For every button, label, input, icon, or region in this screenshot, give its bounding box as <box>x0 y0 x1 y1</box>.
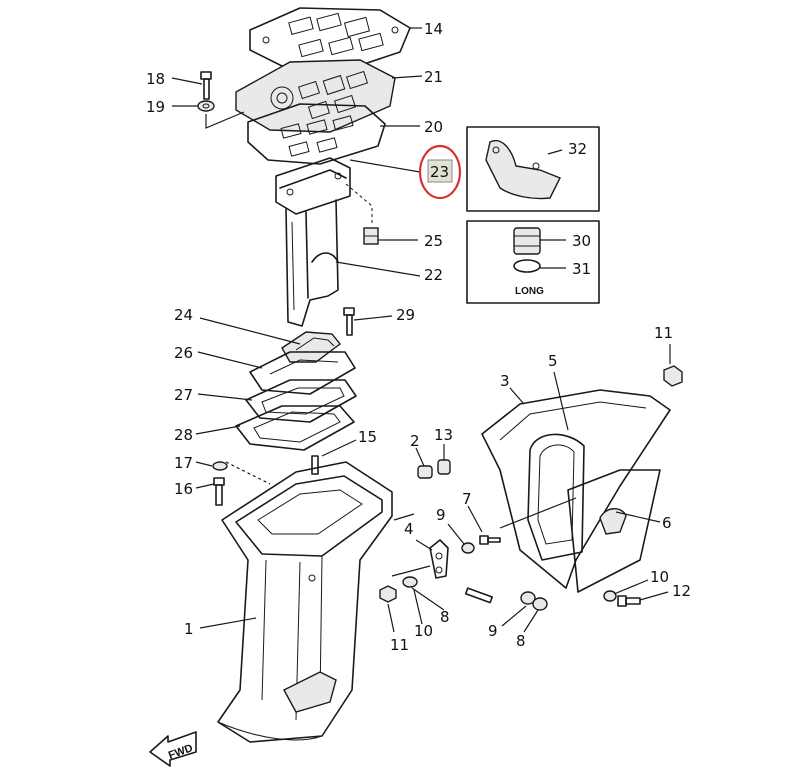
callout-10-lower: 10 <box>414 622 433 640</box>
exhaust-pipe-22 <box>285 199 339 327</box>
callout-23-box <box>427 159 453 183</box>
bolt-16 <box>213 477 225 506</box>
callout-26: 26 <box>174 344 193 362</box>
rubber-mount-24 <box>281 331 341 363</box>
bolt-path-line <box>205 111 245 129</box>
callout-18: 18 <box>146 70 165 88</box>
callout-10-right: 10 <box>650 568 669 586</box>
bolt-18 <box>200 71 212 100</box>
callout-17: 17 <box>174 454 193 472</box>
callout-30: 30 <box>572 232 591 250</box>
washer-9 <box>461 542 475 554</box>
bracket-4 <box>429 539 449 579</box>
callout-25: 25 <box>424 232 443 250</box>
callout-14: 14 <box>424 20 443 38</box>
callout-11-lower: 11 <box>390 636 409 654</box>
callout-32: 32 <box>568 140 587 158</box>
callout-12: 12 <box>672 582 691 600</box>
inset-box-32 <box>466 126 600 212</box>
gasket-14 <box>249 7 411 73</box>
fwd-arrow-icon: FWD <box>149 731 197 767</box>
callout-22: 22 <box>424 266 443 284</box>
callout-numbers: 14 18 21 19 20 23 32 25 30 22 31 24 29 1… <box>146 20 691 654</box>
callout-5: 5 <box>548 352 558 370</box>
callout-1: 1 <box>184 620 194 638</box>
callout-2: 2 <box>410 432 420 450</box>
callout-11-top: 11 <box>654 324 673 342</box>
bolt-7 <box>479 535 501 545</box>
callout-8-mid: 8 <box>440 608 450 626</box>
fwd-label: FWD <box>167 742 195 762</box>
washer-path-line <box>225 461 271 485</box>
callout-23[interactable]: 23 <box>430 163 449 181</box>
callout-4: 4 <box>404 520 414 538</box>
cover-3 <box>481 389 671 589</box>
gasket-28 <box>235 405 355 451</box>
pin-15 <box>311 455 319 475</box>
mount-26 <box>249 351 356 395</box>
washer-10-right <box>603 590 617 602</box>
callout-13: 13 <box>434 426 453 444</box>
callout-3: 3 <box>500 372 510 390</box>
lower-casing-1 <box>217 461 393 743</box>
washer-10-lower <box>402 576 418 588</box>
nut-9-lower <box>520 591 536 605</box>
plate-5 <box>527 433 585 561</box>
callout-9-lower: 9 <box>488 622 498 640</box>
callout-8-lower: 8 <box>516 632 526 650</box>
washer-19 <box>197 100 215 112</box>
callout-21: 21 <box>424 68 443 86</box>
callout-31: 31 <box>572 260 591 278</box>
plate-21 <box>235 59 396 133</box>
highlight-circle <box>418 144 462 200</box>
callout-15: 15 <box>358 428 377 446</box>
callout-19: 19 <box>146 98 165 116</box>
nut-11-lower <box>379 585 397 603</box>
gasket-27 <box>245 379 357 423</box>
bolt-12 <box>617 595 641 607</box>
callout-7: 7 <box>462 490 472 508</box>
grommet-2 <box>417 465 433 479</box>
callout-6: 6 <box>662 514 672 532</box>
inset-box-long: LONG <box>466 220 600 304</box>
callout-16: 16 <box>174 480 193 498</box>
callout-27: 27 <box>174 386 193 404</box>
nut-25 <box>345 183 379 245</box>
callout-20: 20 <box>424 118 443 136</box>
plate-6 <box>567 469 661 593</box>
nut-8-lower <box>532 597 548 611</box>
bolt-29 <box>343 307 355 336</box>
callout-29: 29 <box>396 306 415 324</box>
callout-9-mid: 9 <box>436 506 446 524</box>
inset-long-label: LONG <box>515 286 544 297</box>
plug-13 <box>437 459 451 475</box>
leader-lines <box>171 27 671 633</box>
upper-casing-23 <box>275 157 351 215</box>
bolt-8-rear <box>464 587 493 604</box>
washer-17 <box>212 461 228 471</box>
nut-11-top <box>663 365 683 387</box>
callout-24: 24 <box>174 306 193 324</box>
gasket-20 <box>247 103 386 165</box>
callout-28: 28 <box>174 426 193 444</box>
